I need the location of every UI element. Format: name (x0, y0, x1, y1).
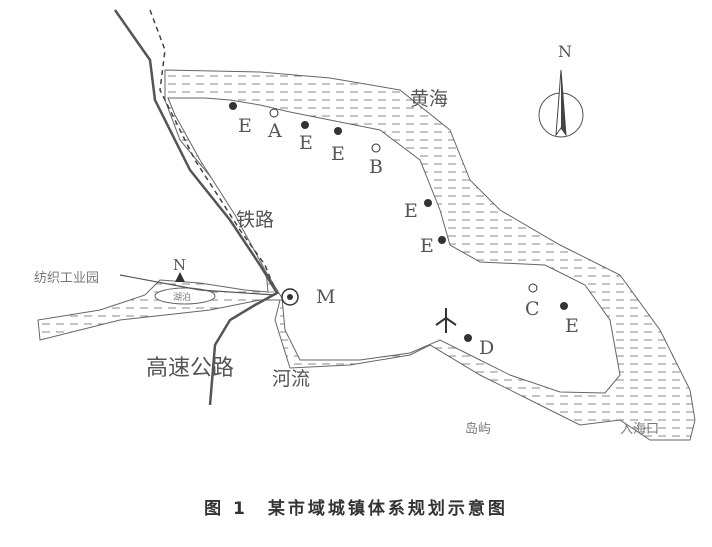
town-B: B (369, 156, 383, 178)
town-E: E (404, 200, 418, 222)
town-E: E (565, 315, 579, 337)
north-small-label: N (173, 256, 187, 274)
town-E: E (299, 132, 313, 154)
town-E: E (331, 143, 345, 165)
compass-icon (538, 69, 584, 138)
town-E: E (420, 235, 434, 257)
island-label: 岛屿 (465, 422, 492, 437)
road-to-park (119, 274, 276, 296)
road-main (113, 9, 279, 406)
north-mark-icon (175, 272, 185, 282)
city-M-icon (281, 288, 299, 306)
airport-icon (435, 308, 457, 333)
textile-park-label: 纺织工业园 (34, 271, 100, 286)
highway-label: 高速公路 (146, 356, 235, 381)
town-E: E (238, 115, 252, 137)
river-label: 河流 (272, 368, 311, 390)
land-area (167, 97, 621, 394)
figure-caption: 图 1 某市域城镇体系规划示意图 (204, 499, 508, 519)
town-markers (229, 102, 568, 342)
city-M: M (316, 286, 336, 308)
lake-label: 湖泊 (173, 293, 192, 303)
sea-label: 黄海 (410, 88, 449, 110)
town-A: A (268, 120, 282, 142)
estuary-label: 入海口 (620, 422, 660, 437)
town-C: C (525, 298, 540, 320)
railway-label: 铁路 (236, 209, 275, 231)
compass-north-label: N (558, 42, 572, 61)
town-D: D (479, 337, 495, 359)
lake (154, 287, 216, 305)
planned-towns (269, 108, 538, 293)
